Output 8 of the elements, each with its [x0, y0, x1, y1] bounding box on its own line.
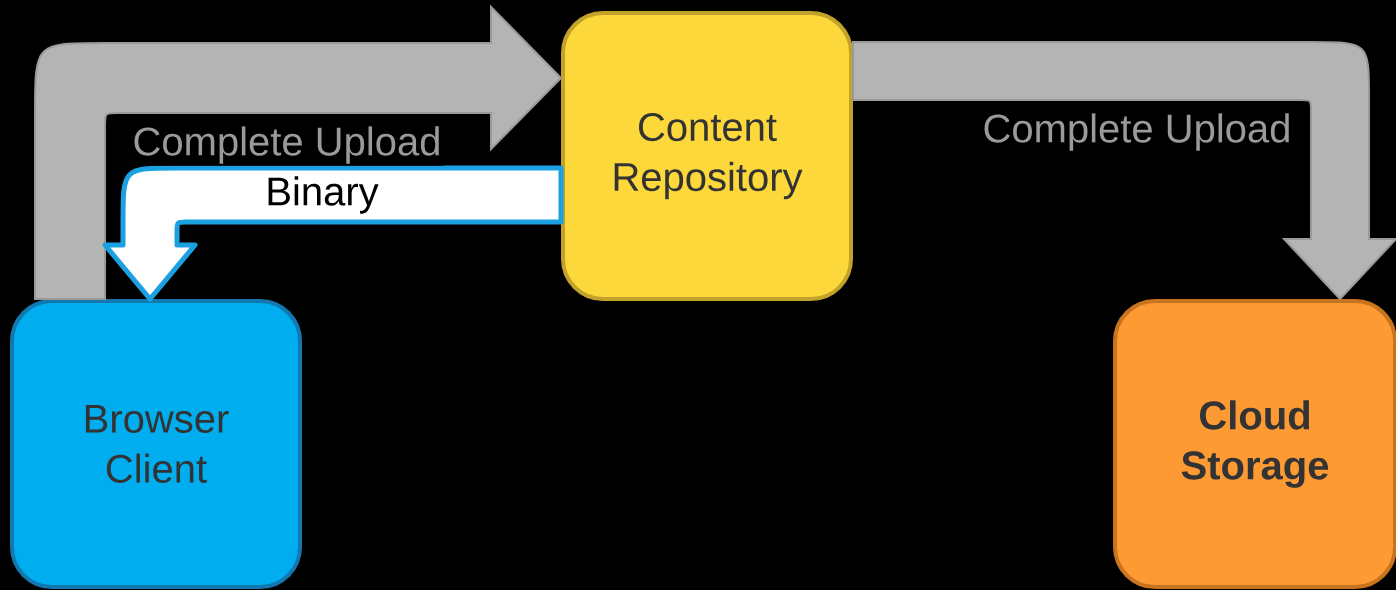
edge-label: Complete Upload — [980, 111, 1294, 153]
block-arrow — [34, 6, 562, 300]
node-box: Content Repository — [561, 11, 853, 301]
edge-label: Binary — [263, 174, 381, 216]
node-box: Browser Client — [10, 299, 302, 589]
node-box: Cloud Storage — [1113, 299, 1396, 589]
edge-label: Complete Upload — [130, 124, 444, 166]
block-arrow — [852, 41, 1396, 300]
